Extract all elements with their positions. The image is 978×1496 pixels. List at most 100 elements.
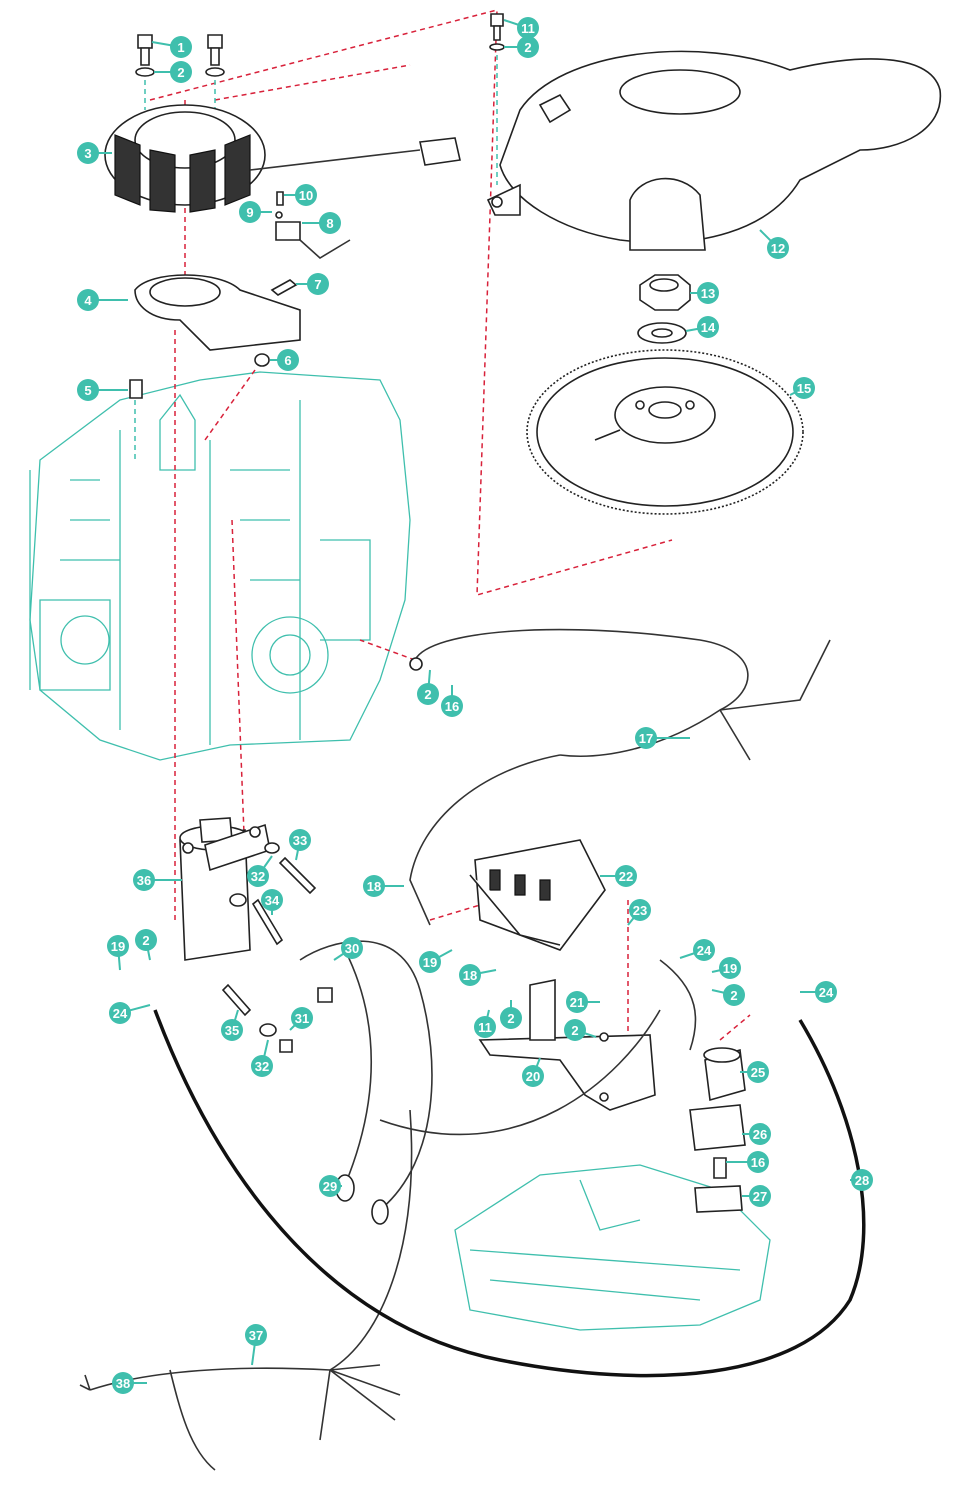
callout-number: 7 <box>314 277 321 292</box>
callout-bubble <box>319 212 341 234</box>
wiring <box>79 628 866 1471</box>
callout-bubble <box>564 1019 586 1041</box>
callout-number: 23 <box>633 903 647 918</box>
callout-number: 6 <box>284 353 291 368</box>
callout-number: 14 <box>701 320 716 335</box>
callout-number: 2 <box>507 1011 514 1026</box>
callout-number: 24 <box>697 943 712 958</box>
starter-solenoid <box>703 1047 746 1102</box>
callout-bubble <box>474 1016 496 1038</box>
callout-bubble <box>522 1065 544 1087</box>
bracket-frame-outline <box>454 1164 771 1331</box>
alignment-pin <box>254 353 270 367</box>
callout-bubble <box>517 36 539 58</box>
callout-bubble <box>77 379 99 401</box>
callout-35: 35 <box>221 1009 243 1041</box>
callout-23: 23 <box>627 899 651 926</box>
callout-bubble <box>635 727 657 749</box>
callout-bubble <box>251 1055 273 1077</box>
callout-number: 17 <box>639 731 653 746</box>
callout-number: 24 <box>819 985 834 1000</box>
callout-16: 16 <box>441 685 463 717</box>
callout-12: 12 <box>759 229 789 259</box>
dowel-pin <box>129 379 143 399</box>
callout-2: 2 <box>711 984 745 1006</box>
callout-19: 19 <box>419 949 453 973</box>
callout-bubble <box>697 316 719 338</box>
starter-motor <box>179 817 271 961</box>
callout-bubble <box>109 1002 131 1024</box>
callout-16: 16 <box>726 1151 769 1173</box>
callout-bubble <box>441 695 463 717</box>
callout-27: 27 <box>742 1185 771 1207</box>
callout-bubble <box>747 1151 769 1173</box>
mounting-plate <box>478 979 656 1111</box>
callout-number: 24 <box>113 1006 128 1021</box>
callout-24: 24 <box>800 981 837 1003</box>
callout-11: 11 <box>474 1009 496 1038</box>
callout-17: 17 <box>635 727 690 749</box>
callout-number: 16 <box>751 1155 765 1170</box>
callout-32: 32 <box>251 1039 273 1077</box>
callout-bubble <box>135 929 157 951</box>
solenoid-clip <box>694 1185 743 1213</box>
stator-bracket <box>134 274 301 351</box>
callout-number: 5 <box>84 383 91 398</box>
callout-bubble <box>245 1324 267 1346</box>
callout-number: 21 <box>570 995 584 1010</box>
callout-number: 28 <box>855 1173 869 1188</box>
callout-number: 9 <box>246 205 253 220</box>
callout-number: 33 <box>293 833 307 848</box>
callout-9: 9 <box>239 201 272 223</box>
callout-bubble <box>767 237 789 259</box>
callout-number: 19 <box>111 939 125 954</box>
callout-4: 4 <box>77 289 128 311</box>
stator-bolts <box>135 34 225 77</box>
callout-2: 2 <box>564 1019 597 1041</box>
callout-number: 32 <box>255 1059 269 1074</box>
callout-number: 4 <box>84 293 92 308</box>
callout-bubble <box>566 991 588 1013</box>
callout-29: 29 <box>319 1175 342 1197</box>
callout-number: 30 <box>345 941 359 956</box>
callout-bubble <box>107 935 129 957</box>
flywheel <box>526 349 804 515</box>
clip-screw <box>713 1157 727 1179</box>
callout-2: 2 <box>500 1000 522 1029</box>
callout-number: 2 <box>571 1023 578 1038</box>
callout-36: 36 <box>133 869 182 891</box>
callout-26: 26 <box>742 1123 771 1145</box>
callout-number: 11 <box>478 1020 492 1035</box>
callout-bubble <box>77 142 99 164</box>
callout-bubble <box>747 1061 769 1083</box>
callout-bubble <box>851 1169 873 1191</box>
callout-14: 14 <box>685 316 719 338</box>
callout-bubble <box>723 984 745 1006</box>
callout-22: 22 <box>600 865 637 887</box>
rectifier-regulator <box>469 839 606 951</box>
callout-18: 18 <box>363 875 404 897</box>
callout-38: 38 <box>112 1372 147 1394</box>
callout-number: 11 <box>521 21 535 36</box>
callout-bubble <box>261 889 283 911</box>
callout-bubble <box>307 273 329 295</box>
callout-number: 15 <box>797 381 811 396</box>
callout-number: 12 <box>771 241 785 256</box>
callout-number: 16 <box>445 699 459 714</box>
callout-number: 29 <box>323 1179 337 1194</box>
callout-15: 15 <box>789 377 815 399</box>
callout-3: 3 <box>77 142 112 164</box>
callout-number: 18 <box>367 879 381 894</box>
callout-number: 38 <box>116 1376 130 1391</box>
callout-bubble <box>295 184 317 206</box>
callout-bubble <box>277 349 299 371</box>
callout-number: 1 <box>177 40 184 55</box>
callout-number: 2 <box>142 933 149 948</box>
callout-number: 37 <box>249 1328 263 1343</box>
callout-32: 32 <box>247 855 273 887</box>
stator <box>104 104 461 213</box>
callout-bubble <box>170 61 192 83</box>
callout-bubble <box>719 957 741 979</box>
